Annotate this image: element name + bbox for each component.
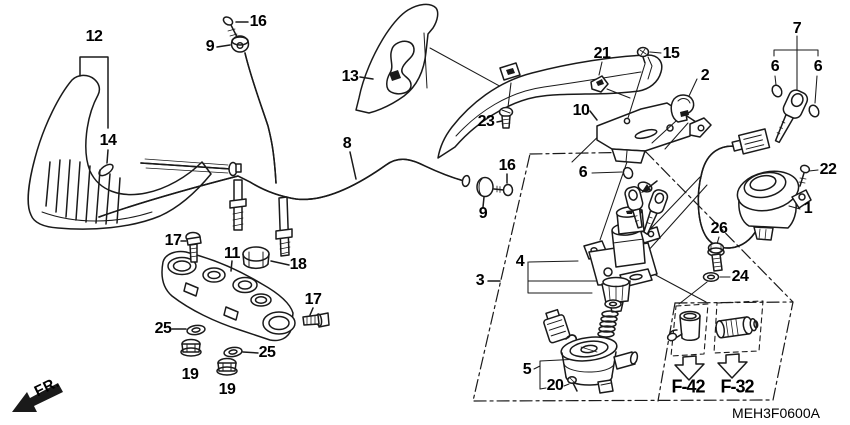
part-callout-21: 21	[593, 45, 611, 62]
contact-base-art	[533, 308, 639, 394]
part-callout-25: 25	[154, 320, 172, 337]
part-callout-2: 2	[700, 67, 710, 84]
part-callout-22: 22	[819, 161, 837, 178]
part-callout-19: 19	[181, 366, 199, 383]
ref-link-f42: F-42	[671, 376, 705, 397]
ignition-switch-art	[527, 166, 708, 338]
diagram-code: MEH3F0600A	[732, 405, 820, 421]
part-callout-9: 9	[205, 38, 215, 55]
part-callout-9: 9	[478, 205, 488, 222]
bolt-26-washer-24-art	[678, 236, 731, 305]
part-callout-10: 10	[572, 102, 590, 119]
mount-bracket-art	[571, 102, 712, 241]
part-callout-20: 20	[546, 377, 564, 394]
part-callout-26: 26	[710, 220, 728, 237]
lock-cylinder-art	[697, 128, 819, 249]
part-callout-25: 25	[258, 344, 276, 361]
handlebar-pipe-art	[98, 52, 471, 257]
ref-link-f32: F-32	[720, 376, 754, 397]
part-callout-5: 5	[522, 361, 532, 378]
grommet-bolt-right-art	[476, 176, 514, 198]
part-callout-24: 24	[731, 268, 749, 285]
key-set-art	[771, 35, 820, 144]
ref-part-f32-art	[715, 316, 759, 339]
part-callout-14: 14	[99, 132, 117, 149]
part-callout-19: 19	[218, 381, 236, 398]
ref-part-f42-art	[666, 310, 701, 342]
part-callout-11: 11	[224, 245, 240, 262]
grommet-bolt-top-art	[222, 16, 250, 53]
clip-21-art	[590, 61, 631, 99]
part-callout-12: 12	[85, 28, 103, 45]
part-callout-15: 15	[662, 45, 680, 62]
part-callout-13: 13	[341, 68, 359, 85]
part-callout-16: 16	[249, 13, 267, 30]
screw-15-art	[627, 46, 662, 119]
part-callout-6: 6	[770, 58, 780, 75]
part-callout-16: 16	[498, 157, 516, 174]
top-bridge-art	[161, 231, 330, 376]
part-callout-8: 8	[342, 135, 352, 152]
part-callout-6: 6	[813, 58, 823, 75]
leader-lines	[79, 21, 598, 354]
part-callout-3: 3	[475, 272, 485, 289]
clamp-2-art	[651, 78, 698, 150]
part-callout-17: 17	[304, 291, 322, 308]
part-callout-23: 23	[477, 113, 495, 130]
part-callout-6: 6	[578, 164, 588, 181]
part-callout-17: 17	[164, 232, 182, 249]
ref-arrow-icons	[674, 353, 748, 381]
front-arrow-icon	[12, 383, 63, 412]
part-callout-4: 4	[515, 253, 525, 270]
part-callout-7: 7	[792, 20, 802, 37]
part-callout-1: 1	[803, 200, 813, 217]
handle-cover-art	[27, 74, 212, 230]
part-callout-18: 18	[289, 256, 307, 273]
